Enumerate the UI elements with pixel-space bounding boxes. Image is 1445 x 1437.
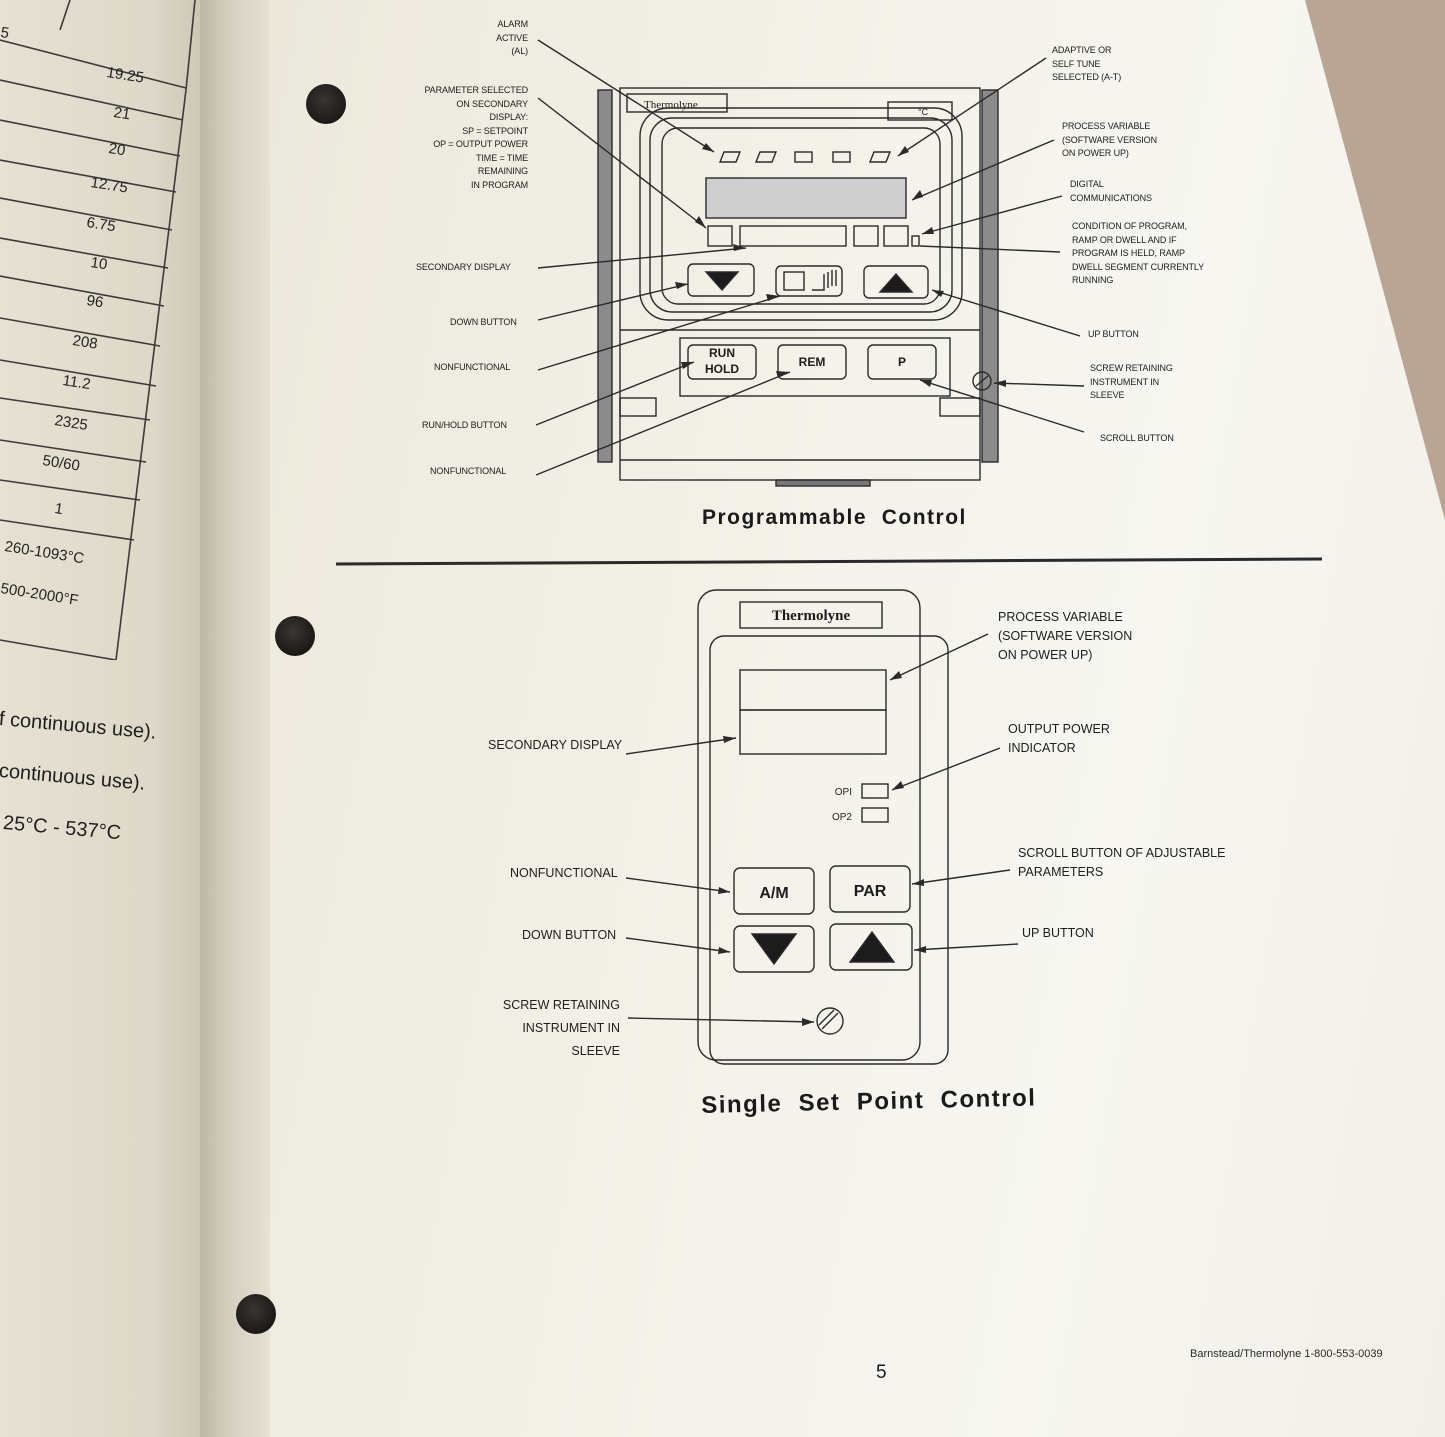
spec-table-lines: [0, 0, 196, 660]
rem-button-label: REM: [799, 355, 826, 369]
op1-label: OPI: [835, 787, 852, 798]
binder-hole: [275, 616, 315, 656]
label-process-variable: PROCESS VARIABLE (SOFTWARE VERSION ON PO…: [998, 610, 1133, 662]
binding-gutter: [200, 0, 280, 1437]
label-secondary-display: SECONDARY DISPLAY: [416, 262, 511, 272]
p-button-label: P: [898, 355, 906, 369]
label-parameter-selected: PARAMETER SELECTED ON SECONDARY DISPLAY:…: [424, 85, 528, 190]
binder-hole: [306, 84, 346, 124]
am-button-label: A/M: [759, 885, 788, 902]
label-nonfunctional: NONFUNCTIONAL: [434, 362, 511, 372]
hold-button-label: HOLD: [705, 362, 739, 376]
label-down-button: DOWN BUTTON: [522, 928, 617, 942]
page-number: 5: [876, 1362, 887, 1383]
label-scroll-button: SCROLL BUTTON: [1100, 433, 1174, 443]
unit-label: °C: [918, 107, 929, 117]
label-alarm-active: ALARM ACTIVE (AL): [496, 19, 528, 56]
programmable-brand: Thermolyne: [644, 99, 698, 111]
label-process-variable: PROCESS VARIABLE (SOFTWARE VERSION ON PO…: [1062, 121, 1157, 158]
label-output-power-indicator: OUTPUT POWER INDICATOR: [1008, 722, 1110, 755]
footer-contact: Barnstead/Thermolyne 1-800-553-0039: [1190, 1348, 1383, 1360]
label-down-button: DOWN BUTTON: [450, 317, 517, 327]
label-up-button: UP BUTTON: [1022, 926, 1094, 940]
label-run-hold-button: RUN/HOLD BUTTON: [422, 420, 507, 430]
label-up-button: UP BUTTON: [1088, 329, 1139, 339]
label-adaptive: ADAPTIVE OR SELF TUNE SELECTED (A-T): [1052, 45, 1122, 82]
label-nonfunctional: NONFUNCTIONAL: [430, 466, 507, 476]
caption-programmable-control: Programmable Control: [702, 506, 967, 529]
label-screw-retaining: SCREW RETAINING INSTRUMENT IN SLEEVE: [1090, 363, 1173, 400]
run-button-label: RUN: [709, 346, 735, 360]
binder-hole: [236, 1294, 276, 1334]
left-page: 5 19.25 21 20 12.75 6.75 10 96 208 11.2 …: [0, 0, 215, 1437]
label-nonfunctional: NONFUNCTIONAL: [510, 866, 618, 880]
label-scroll-button: SCROLL BUTTON OF ADJUSTABLE PARAMETERS: [1018, 846, 1226, 879]
par-button-label: PAR: [854, 883, 887, 900]
op2-label: OP2: [832, 812, 852, 823]
label-digital-communications: DIGITAL COMMUNICATIONS: [1070, 179, 1152, 203]
right-page: [270, 0, 1445, 1437]
single-brand: Thermolyne: [772, 608, 851, 624]
label-condition-of-program: CONDITION OF PROGRAM, RAMP OR DWELL AND …: [1072, 221, 1205, 285]
label-secondary-display: SECONDARY DISPLAY: [488, 738, 623, 752]
label-screw-retaining: SCREW RETAINING INSTRUMENT IN SLEEVE: [502, 998, 620, 1058]
